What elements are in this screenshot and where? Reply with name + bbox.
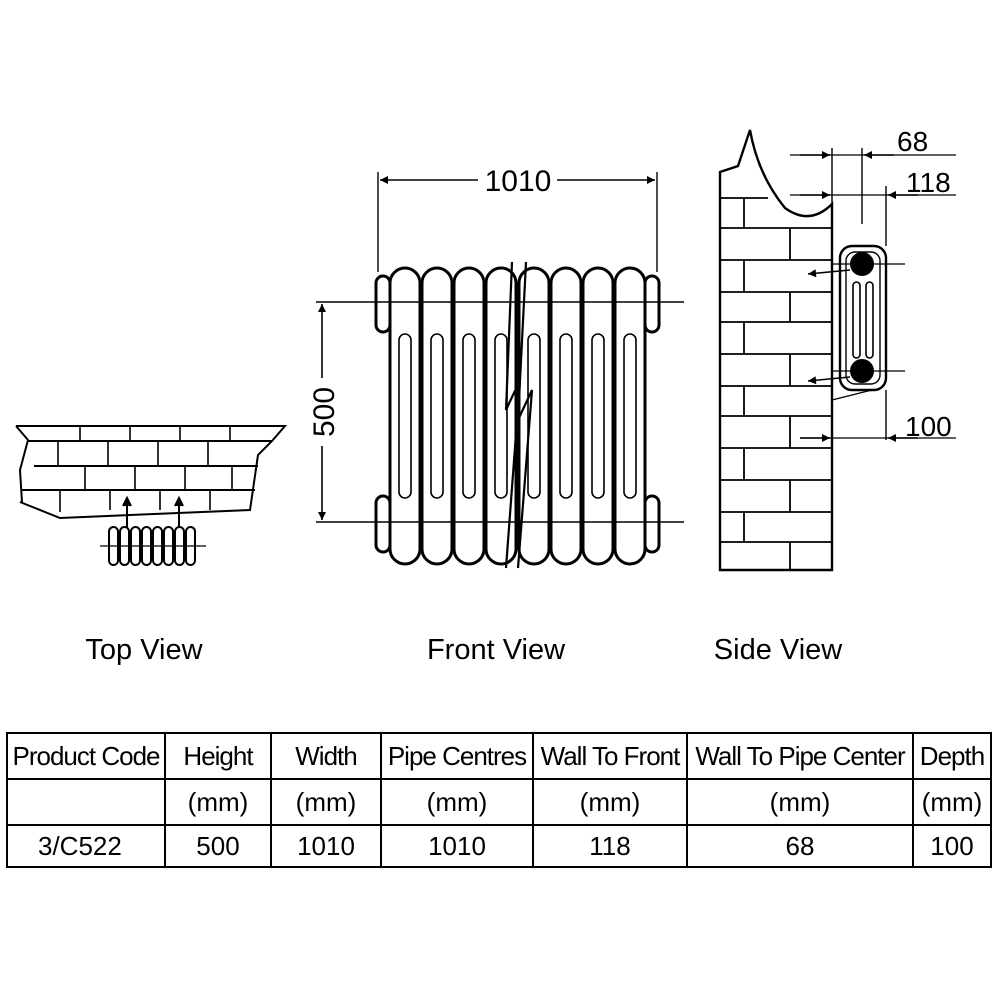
unit-cell: (mm) [686,778,914,826]
specification-table: Product Code Height Width Pipe Centres W… [6,732,992,868]
cell-product-code: 3/C522 [6,824,166,868]
height-dimension-label: 500 [308,387,341,437]
unit-cell: (mm) [164,778,272,826]
technical-drawing: 1010 500 68 118 100 [15,126,956,572]
cell-pipe-centres: 1010 [380,824,534,868]
unit-cell: (mm) [380,778,534,826]
cell-width: 1010 [270,824,382,868]
side-view-label: Side View [713,634,843,666]
header-product-code: Product Code [6,732,166,780]
cell-wall-to-pipe-center: 68 [686,824,914,868]
width-dimension-label: 1010 [485,165,552,198]
unit-cell: (mm) [270,778,382,826]
header-width: Width [270,732,382,780]
front-view-drawing [316,172,684,569]
header-wall-to-front: Wall To Front [532,732,688,780]
table-units-row: (mm) (mm) (mm) (mm) (mm) (mm) [6,778,992,826]
side-view-drawing [718,129,956,572]
cell-height: 500 [164,824,272,868]
header-depth: Depth [912,732,992,780]
wall-to-front-dimension-label: 118 [906,167,951,198]
header-height: Height [164,732,272,780]
unit-cell: (mm) [912,778,992,826]
wall-to-pipe-dimension-label: 68 [897,126,928,157]
header-wall-to-pipe-center: Wall To Pipe Center [686,732,914,780]
depth-dimension-label: 100 [905,411,952,442]
table-row: 3/C522 500 1010 1010 118 68 100 [6,824,992,868]
front-view-label: Front View [426,634,566,666]
unit-cell [6,778,166,826]
table-header-row: Product Code Height Width Pipe Centres W… [6,732,992,780]
cell-wall-to-front: 118 [532,824,688,868]
header-pipe-centres: Pipe Centres [380,732,534,780]
unit-cell: (mm) [532,778,688,826]
cell-depth: 100 [912,824,992,868]
top-view-drawing [15,425,288,566]
top-view-label: Top View [85,634,203,666]
